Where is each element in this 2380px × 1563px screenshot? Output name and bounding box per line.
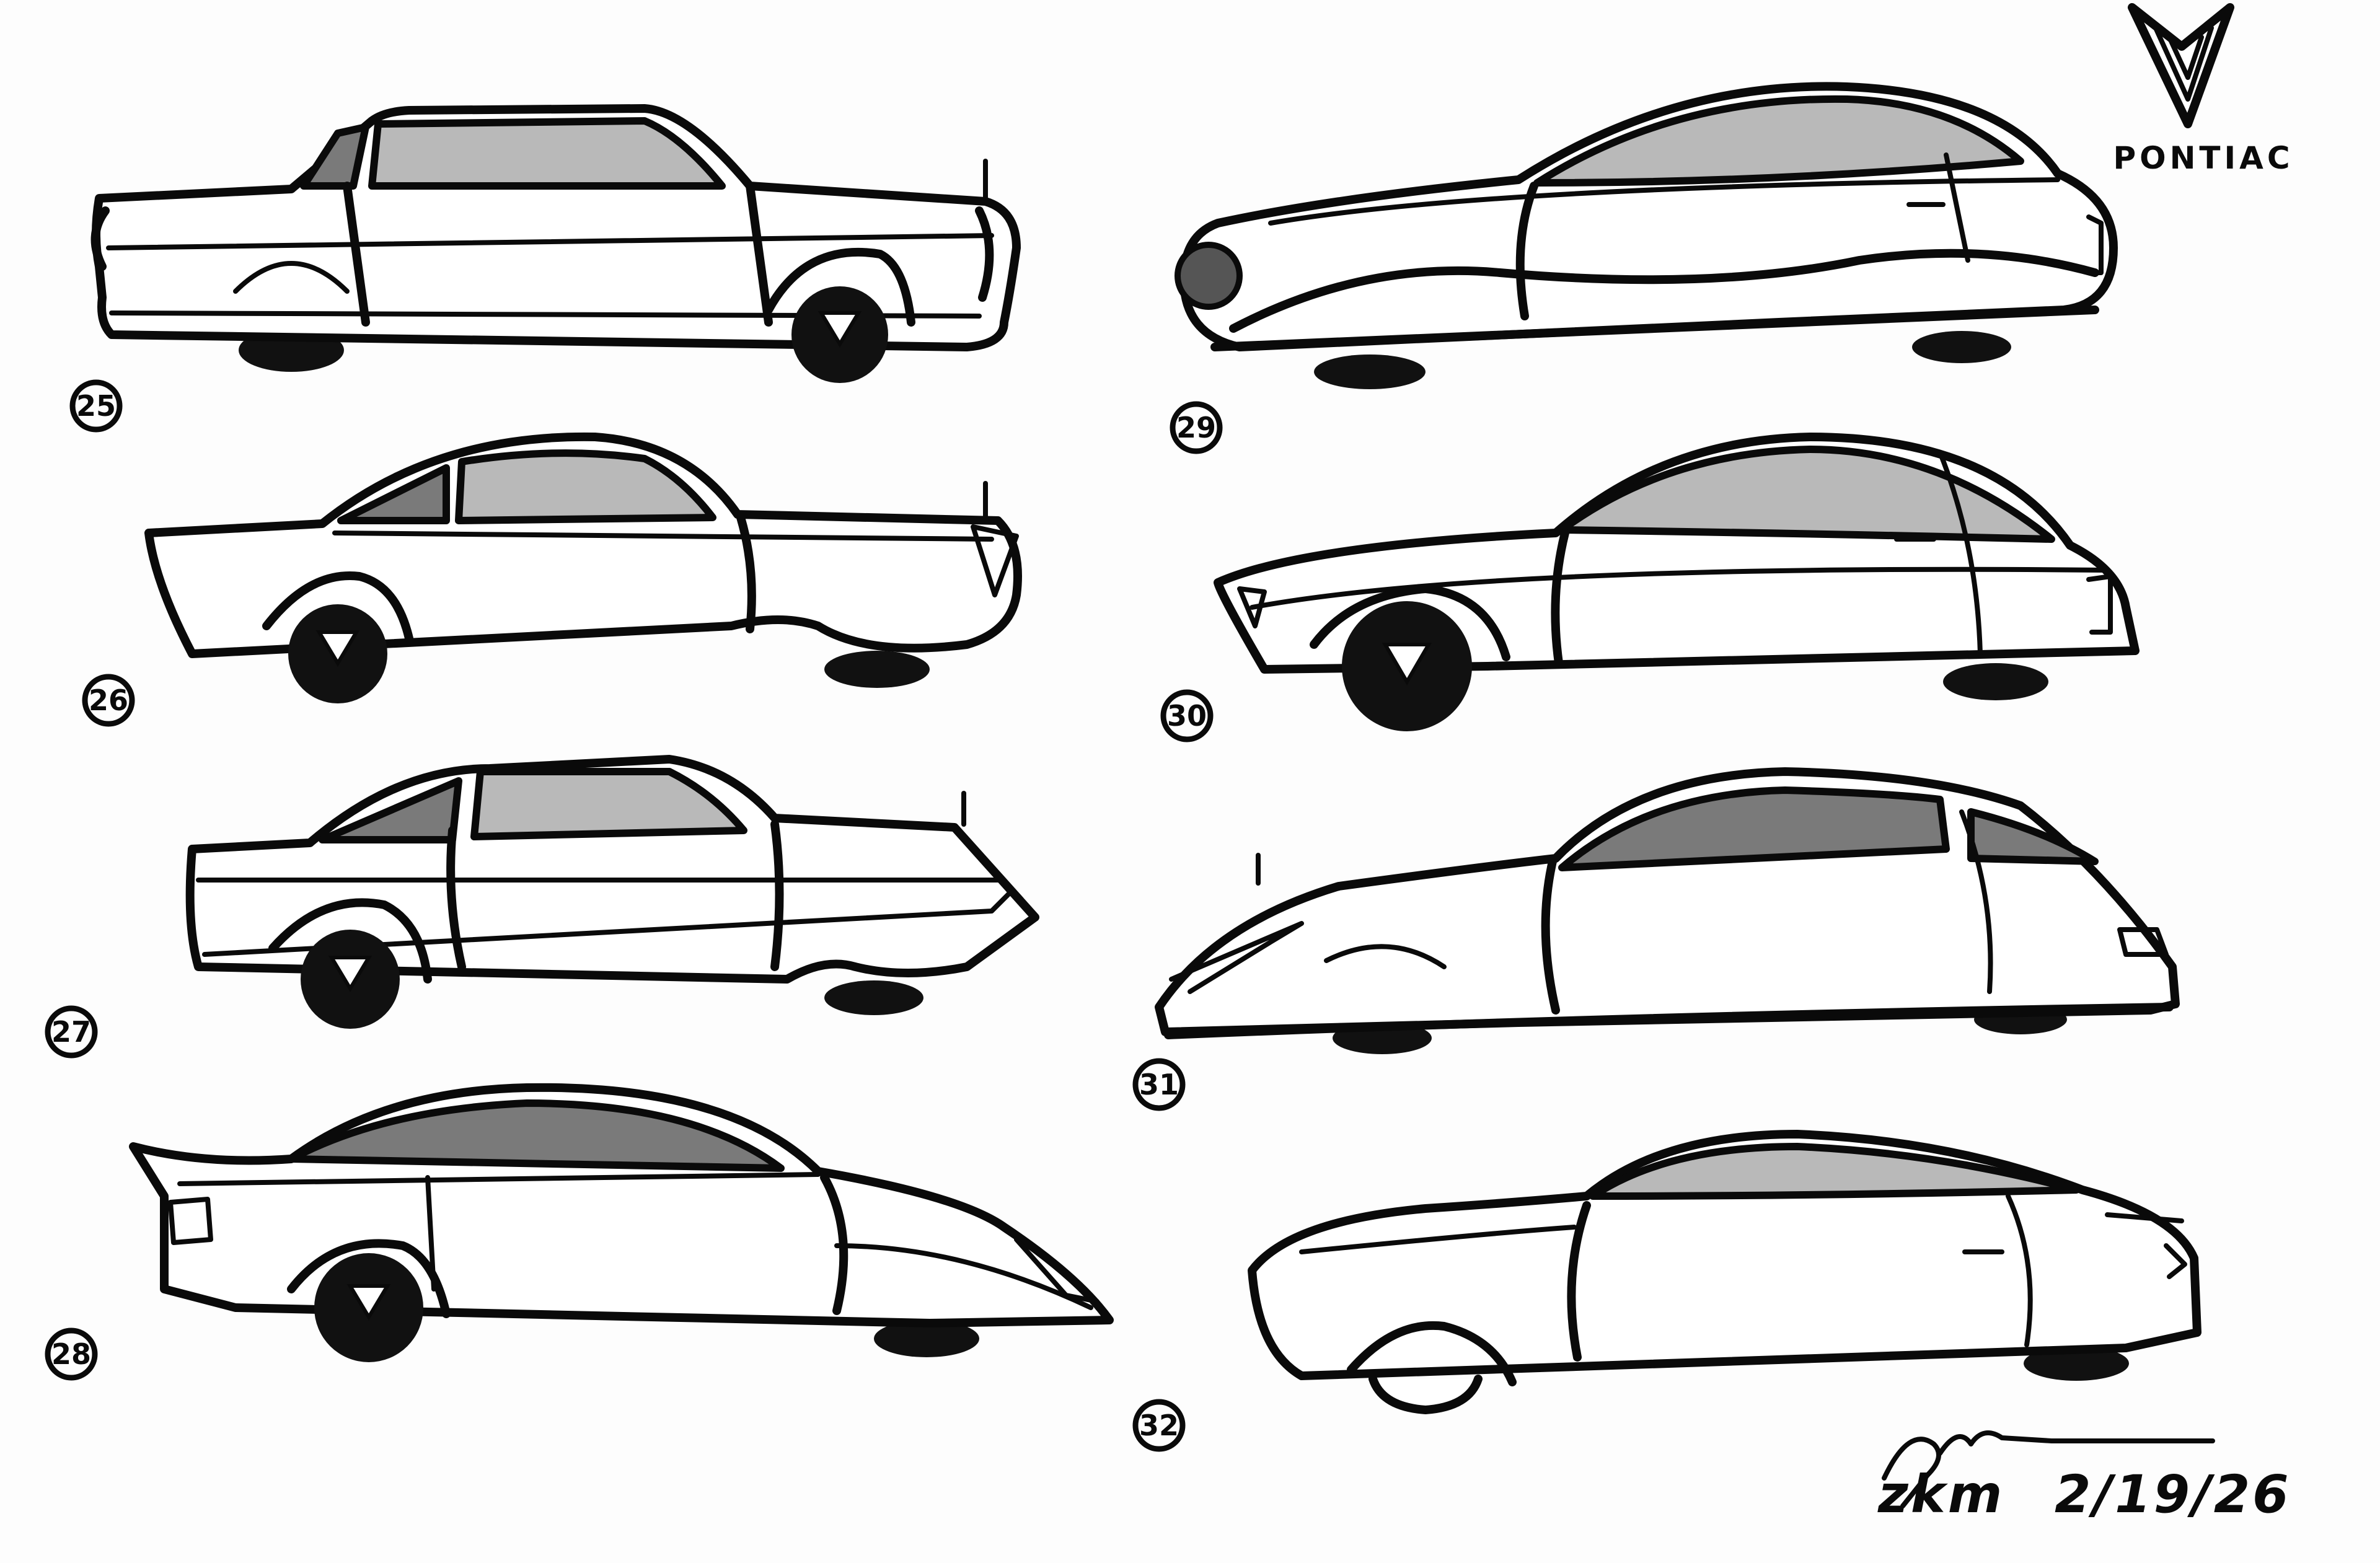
sketch-number-25: 25: [76, 389, 116, 423]
sketch-number-30: 30: [1167, 699, 1207, 733]
car-sketch-27-icon: [185, 755, 1039, 1029]
brand-name: PONTIAC: [2113, 140, 2293, 176]
sketch-number-32: 32: [1139, 1409, 1179, 1442]
car-sketch-25-icon: [90, 104, 1021, 383]
sketch-number-26: 26: [89, 684, 128, 717]
sketch-number-29: 29: [1176, 411, 1216, 444]
car-sketch-28-icon: [129, 1083, 1114, 1362]
car-sketch-30-icon: [1214, 433, 2140, 731]
car-sketch-32-icon: [1248, 1130, 2202, 1414]
signature-scribble-icon: [1882, 1430, 2215, 1508]
car-sketch-29-icon: [1175, 82, 2118, 389]
sketch-number-27: 27: [51, 1015, 91, 1049]
pontiac-arrowhead-icon: [2128, 3, 2234, 128]
sketch-number-28: 28: [51, 1337, 91, 1371]
sketch-number-31: 31: [1139, 1068, 1179, 1101]
car-sketch-31-icon: [1155, 767, 2180, 1054]
signature-initials: zkm: [1877, 1464, 2004, 1525]
signature-date: 2/19/26: [2055, 1464, 2291, 1525]
car-sketch-26-icon: [144, 432, 1022, 703]
